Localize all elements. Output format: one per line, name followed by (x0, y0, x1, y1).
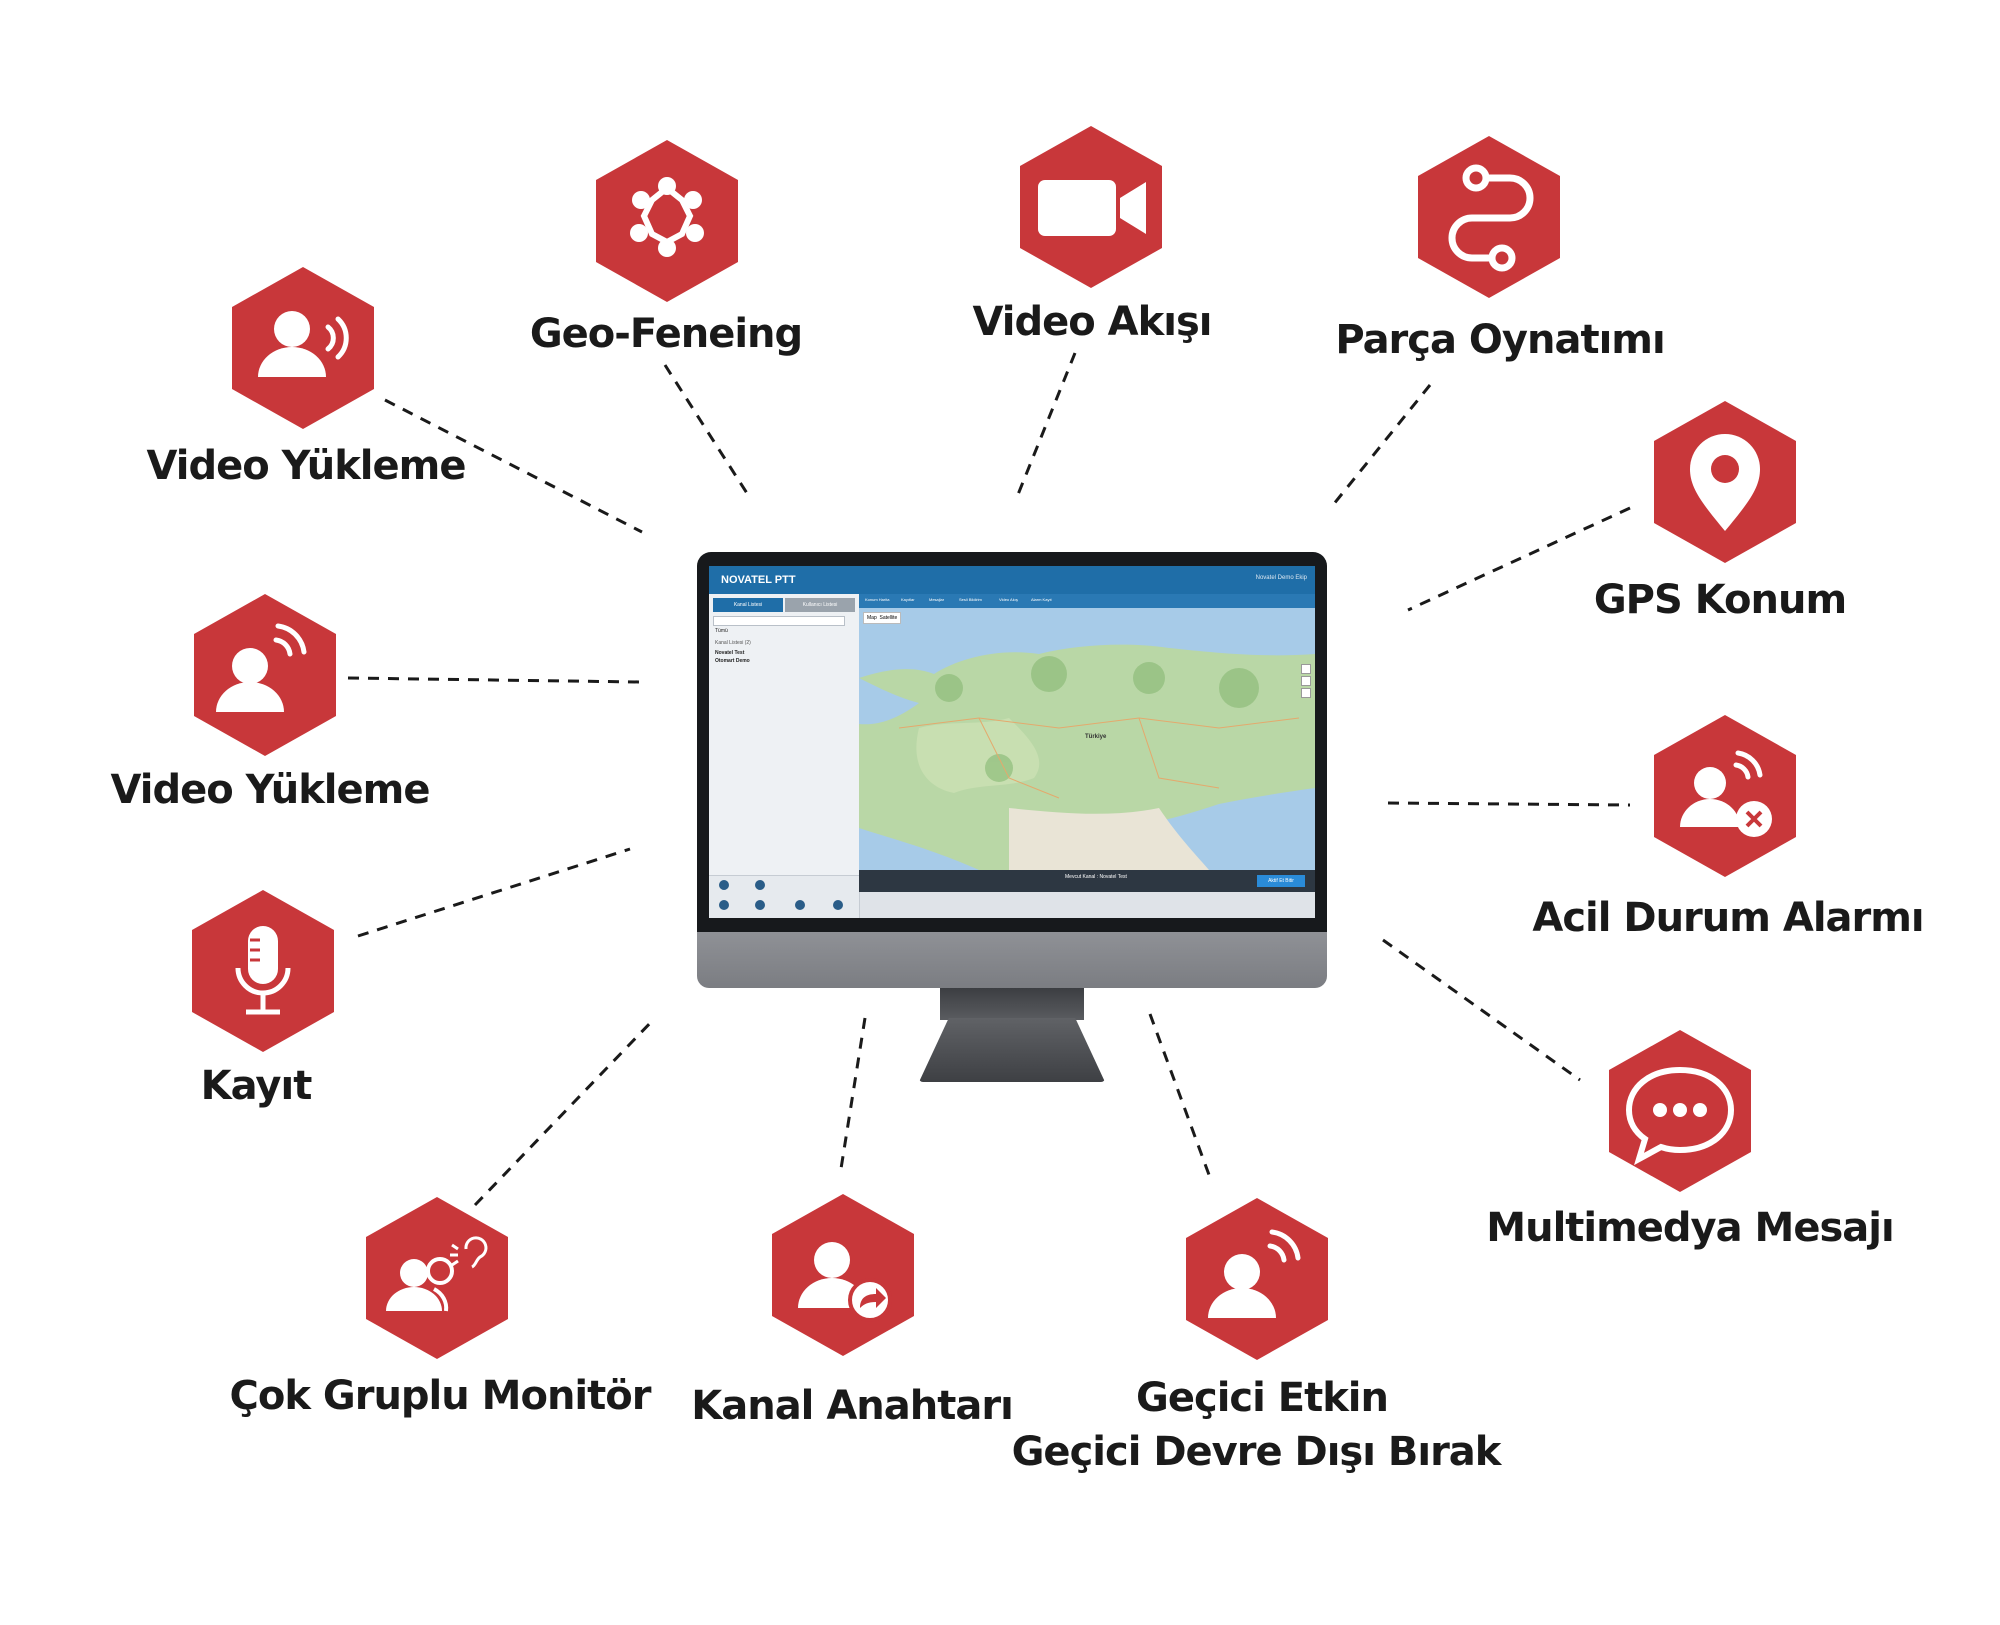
monitor-stand-base (919, 1018, 1105, 1082)
tab-records[interactable]: Kayıtlar (901, 597, 915, 602)
record-label: Kayıt (200, 1063, 313, 1109)
user-alarm-icon (1650, 713, 1800, 879)
track-playback-label: Parça Oynatımı (1335, 317, 1665, 363)
temp-group-button[interactable] (719, 900, 729, 910)
tab-map[interactable]: Konum Harita (865, 597, 890, 602)
call-history-button[interactable] (833, 900, 843, 910)
geo-fencing-label: Geo-Feneing (529, 311, 803, 357)
map-tab-satellite[interactable]: Satellite (879, 615, 898, 621)
user-signal-icon (1182, 1196, 1332, 1362)
tab-channel-list[interactable]: Kanal Listesi (713, 598, 783, 612)
channel-switch-label: Kanal Anahtarı (691, 1383, 1014, 1429)
monitor-stand-neck (940, 986, 1084, 1020)
geofence-icon (592, 138, 742, 304)
current-channel-text: Mevcut Kanal : Novatel Test (1065, 874, 1127, 880)
chat-bubble-icon (1605, 1028, 1755, 1194)
map-type-tabs[interactable]: Map Satellite (863, 612, 902, 624)
voice-call-button[interactable] (755, 880, 765, 890)
activate-button[interactable]: Aktif Et Bitir (1257, 875, 1305, 887)
microphone-icon (188, 888, 338, 1054)
status-bar: Mevcut Kanal : Novatel Test Aktif Et Bit… (859, 870, 1315, 892)
location-pin-icon (1650, 399, 1800, 565)
app-logo: NOVATEL PTT (721, 574, 796, 586)
alarms-button[interactable] (795, 900, 805, 910)
multimedia-message-label: Multimedya Mesajı (1486, 1205, 1894, 1251)
app-header: NOVATEL PTT Novatel Demo Ekip (709, 566, 1315, 594)
filter-select[interactable]: Tümü (715, 628, 728, 634)
user-broadcast-icon (228, 265, 378, 431)
screen-share-button[interactable] (719, 880, 729, 890)
sidebar: Kanal Listesi Kullanıcı Listesi Tümü Kan… (709, 594, 860, 918)
zoom-out-button[interactable] (1301, 676, 1311, 686)
channel-list-header: Kanal Listesi (2) (715, 640, 751, 646)
monitor-chin (697, 932, 1327, 988)
tab-user-list[interactable]: Kullanıcı Listesi (785, 598, 855, 612)
sidebar-actions (709, 875, 859, 918)
channel-item[interactable]: Otomart Demo (715, 658, 750, 664)
video-upload-label-2: Video Yükleme (110, 767, 431, 813)
video-upload-label-1: Video Yükleme (146, 443, 467, 489)
temporary-enable-label: Geçici Etkin (1136, 1375, 1389, 1421)
video-stream-label: Video Akışı (972, 299, 1213, 345)
search-input[interactable] (713, 616, 845, 626)
map-tab-map[interactable]: Map (867, 615, 877, 621)
channel-item[interactable]: Novatel Test (715, 650, 745, 656)
gps-location-label: GPS Konum (1593, 577, 1847, 623)
emergency-alarm-label: Acil Durum Alarmı (1532, 895, 1924, 941)
map-view[interactable]: Map Satellite Türkiye (859, 608, 1315, 870)
user-name[interactable]: Novatel Demo Ekip (1255, 575, 1307, 581)
user-signal-icon (190, 592, 340, 758)
user-switch-icon (768, 1192, 918, 1358)
group-listen-icon (362, 1195, 512, 1361)
tab-alarm-log[interactable]: Alarm Kayıt (1031, 597, 1052, 602)
app-screen: NOVATEL PTT Novatel Demo Ekip Kanal List… (709, 566, 1315, 918)
monitor: NOVATEL PTT Novatel Demo Ekip Kanal List… (697, 552, 1327, 1082)
files-button[interactable] (755, 900, 765, 910)
turkey-map (859, 608, 1315, 870)
route-icon (1414, 134, 1564, 300)
zoom-in-button[interactable] (1301, 664, 1311, 674)
multi-group-monitor-label: Çok Gruplu Monitör (229, 1373, 652, 1419)
map-layer-button[interactable] (1301, 688, 1311, 698)
tab-voice-notify[interactable]: Sesli Bildirim (959, 597, 982, 602)
map-country-label: Türkiye (1085, 734, 1107, 740)
main-tabs: Konum Harita Kayıtlar Mesajlar Sesli Bil… (859, 594, 1315, 608)
temporary-disable-label: Geçici Devre Dışı Bırak (1011, 1429, 1502, 1475)
video-camera-icon (1016, 124, 1166, 290)
tab-messages[interactable]: Mesajlar (929, 597, 945, 602)
tab-video-stream[interactable]: Video Akış (999, 597, 1018, 602)
